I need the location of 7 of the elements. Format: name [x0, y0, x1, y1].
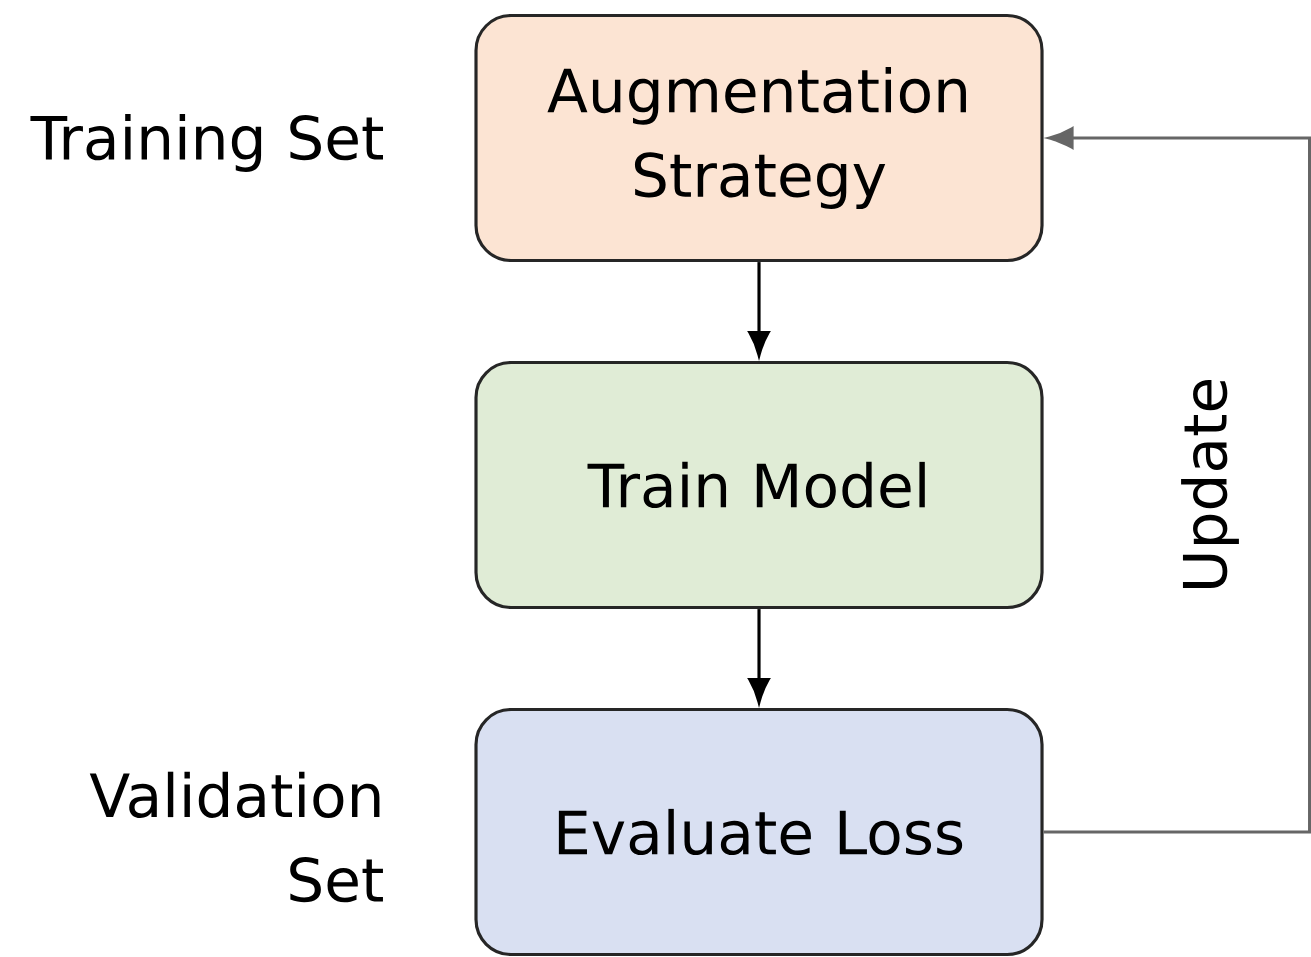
edge-label: Update: [1181, 379, 1239, 588]
arrow: [1043, 127, 1311, 834]
process-box: Evaluate Loss: [474, 707, 1044, 957]
process-box: Train Model: [474, 360, 1044, 610]
process-box: Augmentation Strategy: [474, 13, 1044, 263]
side-label: Validation Set: [89, 771, 383, 903]
side-label: Training Set: [30, 114, 383, 172]
